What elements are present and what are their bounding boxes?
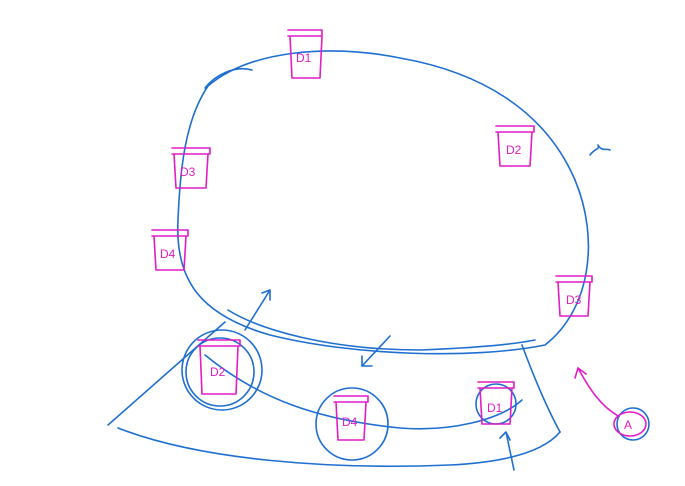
ring-node-label: D1 <box>296 51 312 65</box>
client-ring-pink <box>613 411 647 437</box>
ring-node-label: D2 <box>506 143 522 157</box>
ring-node-label: D4 <box>160 247 176 261</box>
ring-node-top: D1 <box>287 29 323 79</box>
arrow-bottom-right <box>499 431 515 471</box>
client-circle <box>616 407 650 441</box>
region-node-label: D1 <box>487 401 503 415</box>
arrow-center <box>361 335 391 367</box>
ring-node-left-lower: D4 <box>151 229 189 271</box>
hash-ring <box>176 50 590 355</box>
ring-node-right-lower: D3 <box>555 275 593 317</box>
region-right-edge <box>521 344 561 433</box>
ring-node-label: D3 <box>566 293 582 307</box>
client-label: A <box>624 418 632 432</box>
ring-node-left-upper: D3 <box>171 147 211 189</box>
region-bottom <box>117 427 561 468</box>
inner-arc <box>227 309 536 351</box>
region-node-label: D4 <box>342 415 358 429</box>
region-node-label: D2 <box>210 365 226 379</box>
region-boundary <box>107 321 226 426</box>
spiral-curve <box>204 354 523 430</box>
highlight-circle-d2-inner <box>185 337 255 407</box>
ring-stroke-extra <box>204 68 253 89</box>
ring-node-label: D3 <box>180 165 196 179</box>
client-arrow <box>574 367 619 417</box>
squiggle-mark <box>589 144 611 156</box>
highlight-circle-d4 <box>315 387 389 461</box>
arrow-upper-left <box>244 289 271 331</box>
region-node-left: D2 <box>197 339 241 395</box>
region-node-right: D1 <box>477 381 515 425</box>
ring-node-right-upper: D2 <box>495 125 535 167</box>
highlight-circle-d2 <box>181 329 263 411</box>
region-node-center: D4 <box>333 395 369 441</box>
